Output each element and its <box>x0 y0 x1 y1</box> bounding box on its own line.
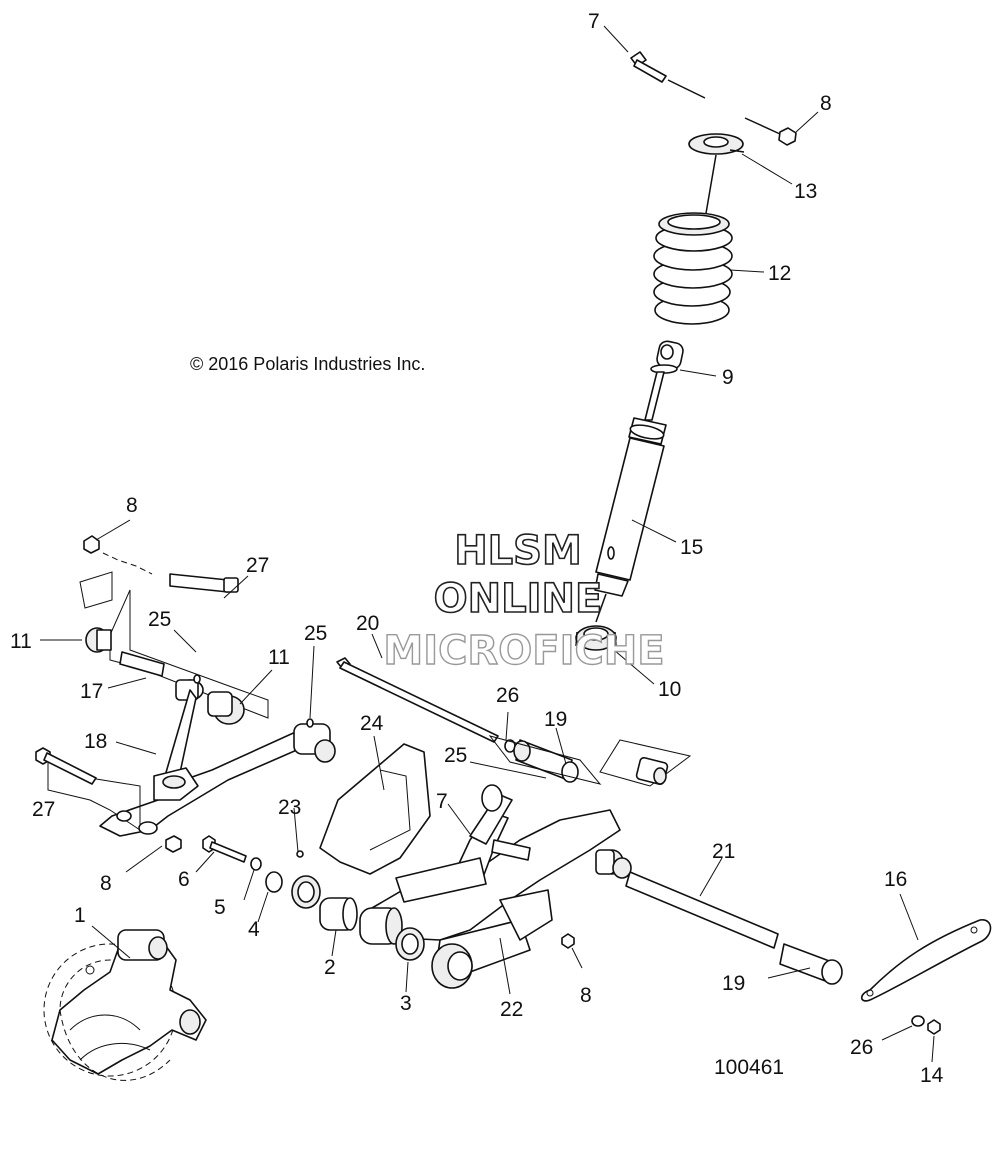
callout-8: 8 <box>126 494 138 517</box>
callout-21: 21 <box>712 840 735 863</box>
callout-12: 12 <box>768 262 791 285</box>
wheel-hub-bearing-carrier <box>43 929 207 1081</box>
bushing-3 <box>395 927 425 961</box>
callout-8: 8 <box>100 872 112 895</box>
bushing-center <box>359 907 403 945</box>
callout-3: 3 <box>400 992 412 1015</box>
nut-8-right <box>561 933 575 949</box>
copyright-notice: © 2016 Polaris Industries Inc. <box>190 354 425 374</box>
callout-5: 5 <box>214 896 226 919</box>
pivot-tube-21 <box>612 857 843 985</box>
watermark: HLSM ONLINE MICROFICHE <box>383 527 666 675</box>
callout-7: 7 <box>436 790 448 813</box>
callout-9: 9 <box>722 366 734 389</box>
callout-11: 11 <box>268 646 290 669</box>
callout-15: 15 <box>680 536 703 559</box>
callout-26: 26 <box>496 684 519 707</box>
callout-19: 19 <box>722 972 745 995</box>
callout-10: 10 <box>658 678 681 701</box>
callout-20: 20 <box>356 612 379 635</box>
callout-25: 25 <box>148 608 171 631</box>
callout-19: 19 <box>544 708 567 731</box>
callout-1: 1 <box>74 904 86 927</box>
callout-27: 27 <box>246 554 269 577</box>
callout-27: 27 <box>32 798 55 821</box>
bushing-19-upper <box>488 735 602 785</box>
bolt-6 <box>202 835 247 863</box>
callout-11: 11 <box>10 630 32 653</box>
watermark-line-1: HLSM <box>454 528 582 574</box>
washer-nut-14-26 <box>911 1015 941 1035</box>
callout-4: 4 <box>248 918 260 941</box>
lower-control-arm <box>371 784 624 989</box>
bearing-23 <box>296 850 304 858</box>
spring-retainer <box>688 133 745 155</box>
coil-spring <box>653 212 733 325</box>
shock-bolt <box>630 51 706 99</box>
watermark-line-2: ONLINE <box>434 576 603 622</box>
drawing-number: 100461 <box>714 1056 784 1079</box>
bumper-block <box>599 739 692 787</box>
callout-22: 22 <box>500 998 523 1021</box>
callout-7: 7 <box>588 10 600 33</box>
bushing-large <box>291 875 321 909</box>
shock-absorber <box>594 340 684 623</box>
callout-25: 25 <box>304 622 327 645</box>
callout-2: 2 <box>324 956 336 979</box>
callout-14: 14 <box>920 1064 944 1087</box>
callout-8: 8 <box>820 92 832 115</box>
callouts: 7 8 13 12 9 15 10 8 27 25 11 25 11 17 18… <box>10 10 944 1087</box>
callout-16: 16 <box>884 868 907 891</box>
shock-nut-top <box>744 117 797 146</box>
watermark-line-3: MICROFICHE <box>383 628 664 674</box>
callout-17: 17 <box>80 680 103 703</box>
callout-6: 6 <box>178 868 190 891</box>
callout-24: 24 <box>360 712 384 735</box>
brake-line-bracket <box>860 919 992 1002</box>
leader-lines <box>40 25 935 1063</box>
callout-26: 26 <box>850 1036 873 1059</box>
bushing-2 <box>319 897 358 931</box>
callout-25: 25 <box>444 744 467 767</box>
callout-8: 8 <box>580 984 592 1007</box>
upper-control-arm <box>35 535 336 853</box>
washer-4 <box>265 871 283 893</box>
washer-5 <box>250 857 262 871</box>
callout-18: 18 <box>84 730 107 753</box>
callout-23: 23 <box>278 796 301 819</box>
skid-plate <box>319 743 431 875</box>
lower-spring-seat <box>575 625 617 651</box>
callout-13: 13 <box>794 180 817 203</box>
